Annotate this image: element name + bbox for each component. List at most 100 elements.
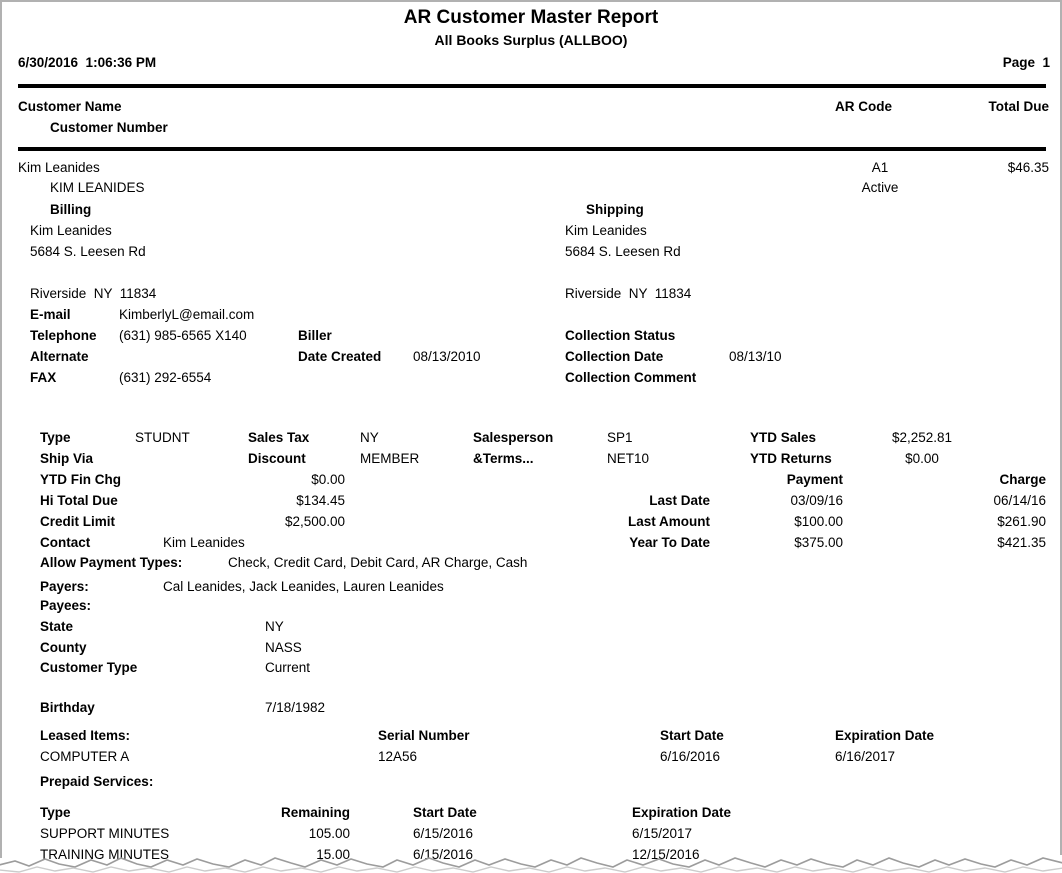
header-rule-bottom xyxy=(18,147,1046,151)
hi-total-due-label: Hi Total Due xyxy=(40,493,118,508)
terms-value: NET10 xyxy=(607,451,650,466)
col-total-due: Total Due xyxy=(988,99,1050,114)
ytd-sales-label: YTD Sales xyxy=(750,430,817,445)
county-label: County xyxy=(40,640,87,655)
leased-item-serial: 12A56 xyxy=(378,749,418,764)
page-border-left xyxy=(0,0,2,858)
prepaid-row-start: 6/15/2016 xyxy=(413,826,474,841)
shipping-heading: Shipping xyxy=(586,202,644,217)
last-date-label: Last Date xyxy=(649,493,710,508)
prepaid-row-type: SUPPORT MINUTES xyxy=(40,826,170,841)
collection-date-value: 08/13/10 xyxy=(729,349,782,364)
collection-status-label: Collection Status xyxy=(565,328,676,343)
prepaid-services-heading: Prepaid Services: xyxy=(40,774,154,789)
customer-type-value: Current xyxy=(265,660,311,675)
customer-name: Kim Leanides xyxy=(18,160,100,175)
report-subtitle: All Books Surplus (ALLBOO) xyxy=(434,32,628,48)
prepaid-row-remaining: 105.00 xyxy=(308,826,350,841)
date-created-value: 08/13/2010 xyxy=(413,349,481,364)
customer-type-label: Customer Type xyxy=(40,660,138,675)
credit-limit-label: Credit Limit xyxy=(40,514,116,529)
fax-value: (631) 292-6554 xyxy=(119,370,212,385)
birthday-value: 7/18/1982 xyxy=(265,700,326,715)
billing-city-line: Riverside NY 11834 xyxy=(30,286,157,301)
year-to-date-charge: $421.35 xyxy=(997,535,1046,550)
prepaid-type-label: Type xyxy=(40,805,71,820)
allow-payment-types-label: Allow Payment Types: xyxy=(40,555,183,570)
state-label: State xyxy=(40,619,74,634)
discount-value: MEMBER xyxy=(360,451,420,466)
ytd-returns-label: YTD Returns xyxy=(750,451,832,466)
report-title: AR Customer Master Report xyxy=(403,7,659,28)
alternate-label: Alternate xyxy=(30,349,89,364)
contact-label: Contact xyxy=(40,535,91,550)
type-label: Type xyxy=(40,430,71,445)
sales-tax-label: Sales Tax xyxy=(248,430,310,445)
prepaid-row-expiration: 12/15/2016 xyxy=(632,847,700,862)
last-amount-charge: $261.90 xyxy=(997,514,1046,529)
type-value: STUDNT xyxy=(135,430,190,445)
terms-label: &Terms... xyxy=(473,451,534,466)
customer-total-due: $46.35 xyxy=(1007,160,1049,175)
charge-col-label: Charge xyxy=(999,472,1046,487)
ytd-sales-value: $2,252.81 xyxy=(891,430,953,445)
fax-label: FAX xyxy=(30,370,57,385)
year-to-date-label: Year To Date xyxy=(629,535,710,550)
telephone-label: Telephone xyxy=(30,328,97,343)
report-datetime: 6/30/2016 1:06:36 PM xyxy=(18,55,157,70)
date-created-label: Date Created xyxy=(298,349,382,364)
last-amount-label: Last Amount xyxy=(628,514,710,529)
page-border-right xyxy=(1060,0,1062,855)
col-customer-name: Customer Name xyxy=(18,99,122,114)
shipping-address: 5684 S. Leesen Rd xyxy=(565,244,681,259)
leased-start-date-label: Start Date xyxy=(660,728,724,743)
email-label: E-mail xyxy=(30,307,71,322)
prepaid-remaining-label: Remaining xyxy=(280,805,350,820)
leased-item-name: COMPUTER A xyxy=(40,749,130,764)
ytd-fin-chg-value: $0.00 xyxy=(311,472,345,487)
salesperson-value: SP1 xyxy=(607,430,633,445)
telephone-value: (631) 985-6565 X140 xyxy=(119,328,247,343)
last-date-charge: 06/14/16 xyxy=(993,493,1046,508)
header-rule-top xyxy=(18,84,1046,88)
billing-name: Kim Leanides xyxy=(30,223,112,238)
prepaid-start-date-label: Start Date xyxy=(413,805,477,820)
customer-ar-code: A1 xyxy=(871,160,889,175)
county-value: NASS xyxy=(265,640,302,655)
col-ar-code: AR Code xyxy=(835,99,892,114)
biller-label: Biller xyxy=(298,328,332,343)
prepaid-row-type: TRAINING MINUTES xyxy=(40,847,170,862)
ytd-returns-value: $0.00 xyxy=(905,451,939,466)
year-to-date-payment: $375.00 xyxy=(794,535,843,550)
payers-value: Cal Leanides, Jack Leanides, Lauren Lean… xyxy=(163,579,444,594)
customer-status: Active xyxy=(861,180,899,195)
col-customer-number: Customer Number xyxy=(50,120,168,135)
page-number: Page 1 xyxy=(1002,55,1050,70)
customer-number: KIM LEANIDES xyxy=(50,180,145,195)
billing-address: 5684 S. Leesen Rd xyxy=(30,244,146,259)
torn-page-edge xyxy=(0,857,1062,873)
email-value: KimberlyL@email.com xyxy=(119,307,255,322)
prepaid-row-expiration: 6/15/2017 xyxy=(632,826,693,841)
credit-limit-value: $2,500.00 xyxy=(284,514,345,529)
shipping-city-line: Riverside NY 11834 xyxy=(565,286,692,301)
payment-col-label: Payment xyxy=(786,472,843,487)
allow-payment-types-value: Check, Credit Card, Debit Card, AR Charg… xyxy=(228,555,528,570)
state-value: NY xyxy=(265,619,284,634)
collection-comment-label: Collection Comment xyxy=(565,370,697,385)
prepaid-row-remaining: 15.00 xyxy=(316,847,350,862)
salesperson-label: Salesperson xyxy=(473,430,554,445)
ytd-fin-chg-label: YTD Fin Chg xyxy=(40,472,121,487)
leased-items-heading: Leased Items: xyxy=(40,728,131,743)
leased-item-start: 6/16/2016 xyxy=(660,749,721,764)
ship-via-label: Ship Via xyxy=(40,451,94,466)
payees-label: Payees: xyxy=(40,598,92,613)
contact-value: Kim Leanides xyxy=(163,535,245,550)
page-border-top xyxy=(0,0,1062,2)
shipping-name: Kim Leanides xyxy=(565,223,647,238)
last-date-payment: 03/09/16 xyxy=(790,493,843,508)
leased-serial-number-label: Serial Number xyxy=(378,728,470,743)
hi-total-due-value: $134.45 xyxy=(296,493,345,508)
discount-label: Discount xyxy=(248,451,306,466)
